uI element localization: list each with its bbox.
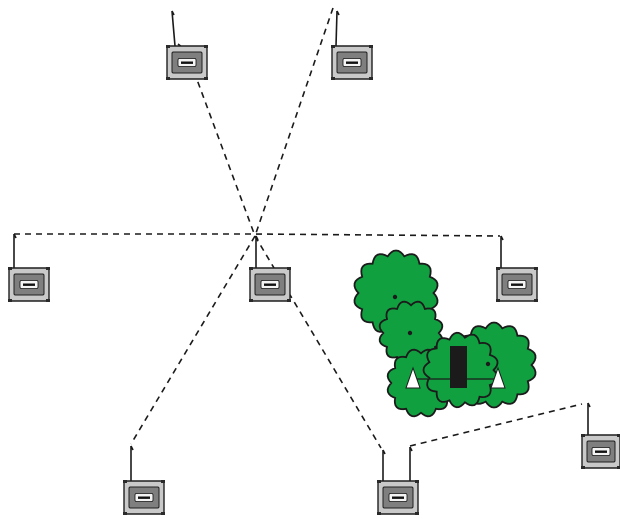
mounting-tab	[204, 45, 208, 48]
device-display-bar	[392, 496, 404, 499]
antenna-tip	[587, 402, 591, 408]
mounting-tab	[8, 299, 12, 302]
antenna-tip	[171, 10, 175, 16]
device-display-bar	[264, 283, 276, 286]
device-display-bar	[346, 61, 358, 64]
mounting-tab	[123, 512, 127, 515]
radio-node-icon	[123, 445, 165, 515]
mounting-tab	[369, 77, 373, 80]
device-display-bar	[511, 283, 523, 286]
tree-marker-dot	[392, 294, 398, 300]
radio-node-icon	[249, 235, 291, 302]
mounting-tab	[331, 77, 335, 80]
radio-node-icon	[496, 235, 538, 302]
mounting-tab	[8, 267, 12, 270]
antenna-tip	[500, 235, 504, 241]
radio-node-icon	[377, 446, 419, 515]
mounting-tab	[287, 299, 291, 302]
mounting-tab	[46, 299, 50, 302]
link-mid-left-to-mid-right	[14, 233, 501, 237]
antenna-icon	[335, 10, 338, 47]
radio-node-icon	[166, 10, 208, 80]
mounting-tab	[204, 77, 208, 80]
mounting-tab	[369, 45, 373, 48]
antenna-icon	[171, 10, 176, 47]
antenna-tip	[13, 233, 17, 239]
tree-marker-dot	[485, 361, 491, 367]
mounting-tab	[249, 299, 253, 302]
mounting-tab	[534, 267, 538, 270]
device-display-bar	[181, 61, 193, 64]
link-center-to-bottom-center	[254, 235, 382, 449]
link-bottom-center-to-far-right	[409, 403, 583, 447]
radio-node-icon	[331, 10, 373, 80]
link-center-to-bottom-left	[130, 235, 256, 445]
radio-node-icon	[581, 402, 620, 469]
radio-node-icon	[8, 233, 50, 302]
mounting-tab	[123, 480, 127, 483]
mounting-tab	[534, 299, 538, 302]
tree-marker-dot	[407, 330, 413, 336]
tower-icon	[450, 346, 467, 388]
mounting-tab	[166, 45, 170, 48]
mounting-tab	[331, 45, 335, 48]
antenna-tip	[382, 449, 386, 455]
link-top-right-to-center	[254, 7, 334, 237]
mounting-tab	[617, 434, 620, 437]
mounting-tab	[377, 480, 381, 483]
mounting-tab	[46, 267, 50, 270]
mounting-tab	[161, 512, 165, 515]
mounting-tab	[161, 480, 165, 483]
triangle-marker-icon	[405, 366, 421, 389]
mounting-tab	[415, 480, 419, 483]
mounting-tab	[249, 267, 253, 270]
mounting-tab	[617, 466, 620, 469]
tree-cluster-icon	[353, 249, 537, 418]
mounting-tab	[581, 466, 585, 469]
antenna-tip	[130, 445, 134, 451]
mounting-tab	[496, 299, 500, 302]
antenna-tip	[336, 10, 340, 16]
triangle-marker-icon	[490, 366, 506, 389]
mounting-tab	[496, 267, 500, 270]
mounting-tab	[166, 77, 170, 80]
mounting-tab	[415, 512, 419, 515]
mounting-tab	[287, 267, 291, 270]
mounting-tab	[377, 512, 381, 515]
device-display-bar	[138, 496, 150, 499]
device-display-bar	[23, 283, 35, 286]
device-display-bar	[595, 450, 607, 453]
antenna-tip	[255, 235, 259, 241]
mounting-tab	[581, 434, 585, 437]
antenna-tip	[409, 446, 413, 452]
